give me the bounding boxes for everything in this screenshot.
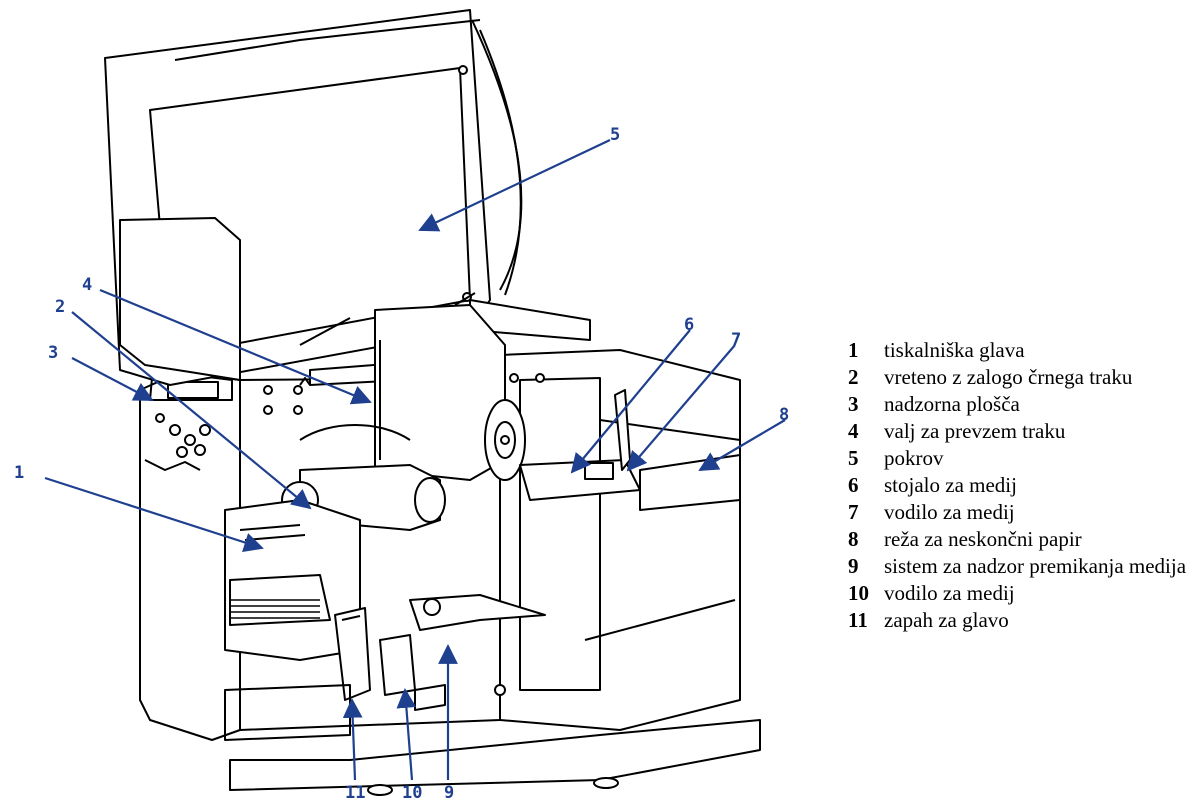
callout-3: 3 xyxy=(48,343,58,363)
legend-item: 11 zapah za glavo xyxy=(848,608,1188,632)
legend-item: 8 reža za neskončni papir xyxy=(848,527,1188,551)
legend-item: 10 vodilo za medij xyxy=(848,581,1188,605)
arrow-5 xyxy=(418,139,611,232)
callout-arrows xyxy=(44,139,786,781)
printer-illustration xyxy=(104,9,761,796)
callout-4: 4 xyxy=(82,275,92,295)
legend-label: sistem za nadzor premikanja medija xyxy=(884,554,1187,578)
legend-label: tiskalniška glava xyxy=(884,338,1025,362)
legend-number: 4 xyxy=(848,419,859,443)
callout-1: 1 xyxy=(14,463,24,483)
arrow-4 xyxy=(99,288,372,405)
legend-item: 3 nadzorna plošča xyxy=(848,392,1188,416)
callout-7: 7 xyxy=(731,330,741,350)
legend-label: reža za neskončni papir xyxy=(884,527,1082,551)
legend-number: 9 xyxy=(848,554,859,578)
legend-item: 7 vodilo za medij xyxy=(848,500,1188,524)
legend-item: 5 pokrov xyxy=(848,446,1188,470)
legend-item: 1 tiskalniška glava xyxy=(848,338,1188,362)
callout-10: 10 xyxy=(402,783,422,803)
callout-6: 6 xyxy=(684,315,694,335)
callout-numbers: 1 2 3 4 5 6 7 8 9 10 11 xyxy=(14,125,789,803)
legend-number: 2 xyxy=(848,365,859,389)
legend-label: vodilo za medij xyxy=(884,581,1015,605)
parts-legend: 1 tiskalniška glava 2 vreteno z zalogo č… xyxy=(848,338,1188,635)
arrow-3 xyxy=(71,357,154,401)
legend-number: 11 xyxy=(848,608,868,632)
legend-label: vodilo za medij xyxy=(884,500,1015,524)
legend-label: valj za prevzem traku xyxy=(884,419,1066,443)
legend-item: 9 sistem za nadzor premikanja medija xyxy=(848,554,1188,578)
legend-number: 8 xyxy=(848,527,859,551)
legend-label: nadzorna plošča xyxy=(884,392,1020,416)
arrow-2 xyxy=(71,311,312,510)
legend-number: 3 xyxy=(848,392,859,416)
legend-label: zapah za glavo xyxy=(884,608,1009,632)
arrow-1 xyxy=(44,476,264,552)
arrow-10 xyxy=(396,688,417,781)
callout-8: 8 xyxy=(779,405,789,425)
arrow-6 xyxy=(570,329,691,474)
legend-label: stojalo za medij xyxy=(884,473,1017,497)
callout-2: 2 xyxy=(55,297,65,317)
legend-number: 10 xyxy=(848,581,869,605)
arrow-7 xyxy=(626,344,736,472)
legend-item: 6 stojalo za medij xyxy=(848,473,1188,497)
legend-number: 7 xyxy=(848,500,859,524)
legend-number: 6 xyxy=(848,473,859,497)
arrow-11 xyxy=(342,698,363,781)
callout-5: 5 xyxy=(610,125,620,145)
legend-item: 4 valj za prevzem traku xyxy=(848,419,1188,443)
legend-number: 1 xyxy=(848,338,859,362)
legend-label: vreteno z zalogo črnega traku xyxy=(884,365,1133,389)
legend-label: pokrov xyxy=(884,446,944,470)
callout-11: 11 xyxy=(345,783,365,803)
legend-item: 2 vreteno z zalogo črnega traku xyxy=(848,365,1188,389)
arrow-8 xyxy=(698,419,786,472)
legend-number: 5 xyxy=(848,446,859,470)
callout-9: 9 xyxy=(444,783,454,803)
